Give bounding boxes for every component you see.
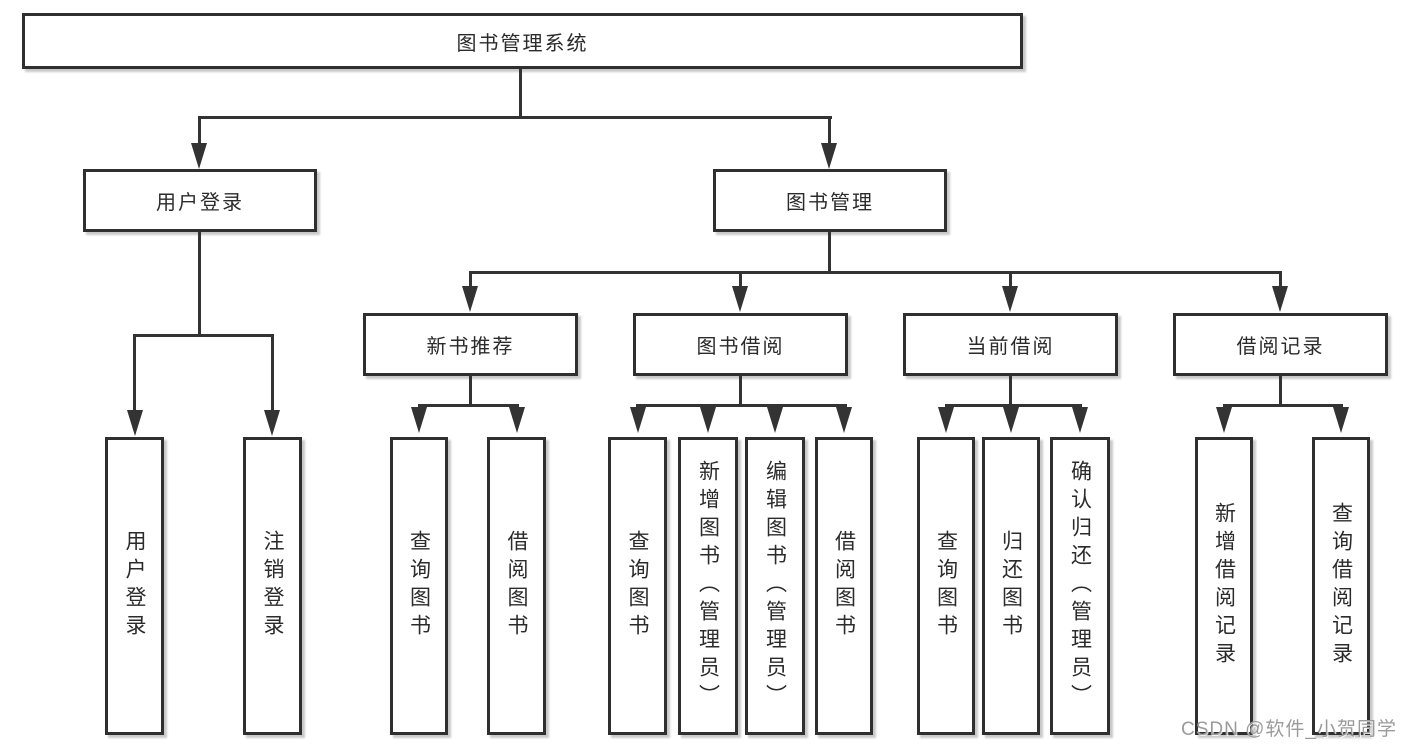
leaf-borrow-books-1: 借阅图书 [487, 437, 546, 735]
arrow-down-icon [1003, 407, 1019, 433]
connector-line [133, 334, 274, 337]
arrow-down-icon [1216, 407, 1232, 433]
leaf-query-books-1-label: 查询图书 [407, 530, 431, 642]
arrow-down-icon [264, 410, 280, 436]
leaf-query-borrow-record-label: 查询借阅记录 [1329, 502, 1353, 670]
arrow-down-icon [767, 407, 783, 433]
node-book-management: 图书管理 [713, 169, 947, 232]
connector-line [133, 337, 136, 411]
node-current-borrowing-label: 当前借阅 [966, 336, 1055, 358]
node-current-borrowing: 当前借阅 [903, 313, 1118, 376]
leaf-logout: 注销登录 [243, 437, 302, 735]
leaf-query-borrow-record: 查询借阅记录 [1312, 437, 1370, 735]
connector-line [1223, 404, 1343, 407]
leaf-query-books-2-label: 查询图书 [626, 530, 649, 642]
node-borrowing-records: 借阅记录 [1173, 313, 1388, 376]
node-root: 图书管理系统 [22, 13, 1023, 69]
connector-line [198, 119, 201, 146]
leaf-return-books: 归还图书 [982, 437, 1040, 735]
leaf-logout-label: 注销登录 [261, 530, 284, 642]
leaf-add-books-admin-label: 新增图书（管理员） [696, 460, 720, 712]
connector-line [271, 337, 274, 411]
arrow-down-icon [1072, 407, 1088, 433]
node-root-label: 图书管理系统 [456, 32, 589, 55]
leaf-user-login: 用户登录 [105, 437, 164, 735]
leaf-add-borrow-record-label: 新增借阅记录 [1212, 502, 1236, 670]
arrow-down-icon [700, 407, 716, 433]
node-book-borrowing: 图书借阅 [633, 313, 848, 376]
leaf-borrow-books-2-label: 借阅图书 [832, 530, 856, 642]
node-book-management-label: 图书管理 [786, 192, 874, 214]
arrow-down-icon [191, 143, 207, 169]
node-borrowing-records-label: 借阅记录 [1236, 336, 1325, 358]
leaf-add-books-admin: 新增图书（管理员） [678, 437, 738, 735]
connector-line [636, 404, 847, 407]
connector-line [1009, 274, 1012, 287]
arrow-down-icon [127, 410, 143, 436]
arrow-down-icon [732, 286, 748, 312]
leaf-return-books-label: 归还图书 [999, 530, 1023, 642]
leaf-query-books-3-label: 查询图书 [934, 530, 958, 642]
leaf-confirm-return-admin-label: 确认归还（管理员） [1068, 460, 1092, 712]
arrow-down-icon [411, 407, 427, 433]
connector-line [1009, 376, 1012, 407]
arrow-down-icon [1002, 286, 1018, 312]
leaf-borrow-books-2: 借阅图书 [815, 437, 873, 735]
leaf-query-books-3: 查询图书 [917, 437, 975, 735]
arrow-down-icon [509, 407, 525, 433]
connector-line [519, 69, 522, 118]
leaf-confirm-return-admin: 确认归还（管理员） [1050, 437, 1110, 735]
connector-line [469, 271, 1282, 274]
connector-line [198, 232, 201, 336]
node-user-login: 用户登录 [83, 169, 317, 232]
leaf-query-books-1: 查询图书 [390, 437, 448, 735]
arrow-down-icon [630, 407, 646, 433]
arrow-down-icon [938, 407, 954, 433]
node-new-book-recommend-label: 新书推荐 [426, 336, 515, 358]
leaf-edit-books-admin-label: 编辑图书（管理员） [763, 460, 787, 712]
arrow-down-icon [821, 143, 837, 169]
leaf-user-login-label: 用户登录 [123, 530, 146, 642]
connector-line [739, 376, 742, 407]
connector-line [469, 376, 472, 407]
leaf-edit-books-admin: 编辑图书（管理员） [745, 437, 805, 735]
leaf-add-borrow-record: 新增借阅记录 [1195, 437, 1253, 735]
csdn-watermark: CSDN @软件_小贺同学 [1181, 719, 1397, 740]
arrow-down-icon [1333, 407, 1349, 433]
node-new-book-recommend: 新书推荐 [363, 313, 578, 376]
node-user-login-label: 用户登录 [156, 192, 244, 214]
arrow-down-icon [1272, 286, 1288, 312]
node-book-borrowing-label: 图书借阅 [696, 336, 785, 358]
connector-line [1279, 376, 1282, 407]
arrow-down-icon [836, 407, 852, 433]
connector-line [469, 274, 472, 287]
connector-line [418, 404, 519, 407]
leaf-borrow-books-1-label: 借阅图书 [505, 530, 528, 642]
connector-line [945, 404, 1082, 407]
connector-line [1279, 274, 1282, 287]
arrow-down-icon [462, 286, 478, 312]
connector-line [198, 116, 832, 119]
connector-line [828, 119, 831, 146]
connector-line [828, 232, 831, 273]
connector-line [739, 274, 742, 287]
leaf-query-books-2: 查询图书 [608, 437, 667, 735]
